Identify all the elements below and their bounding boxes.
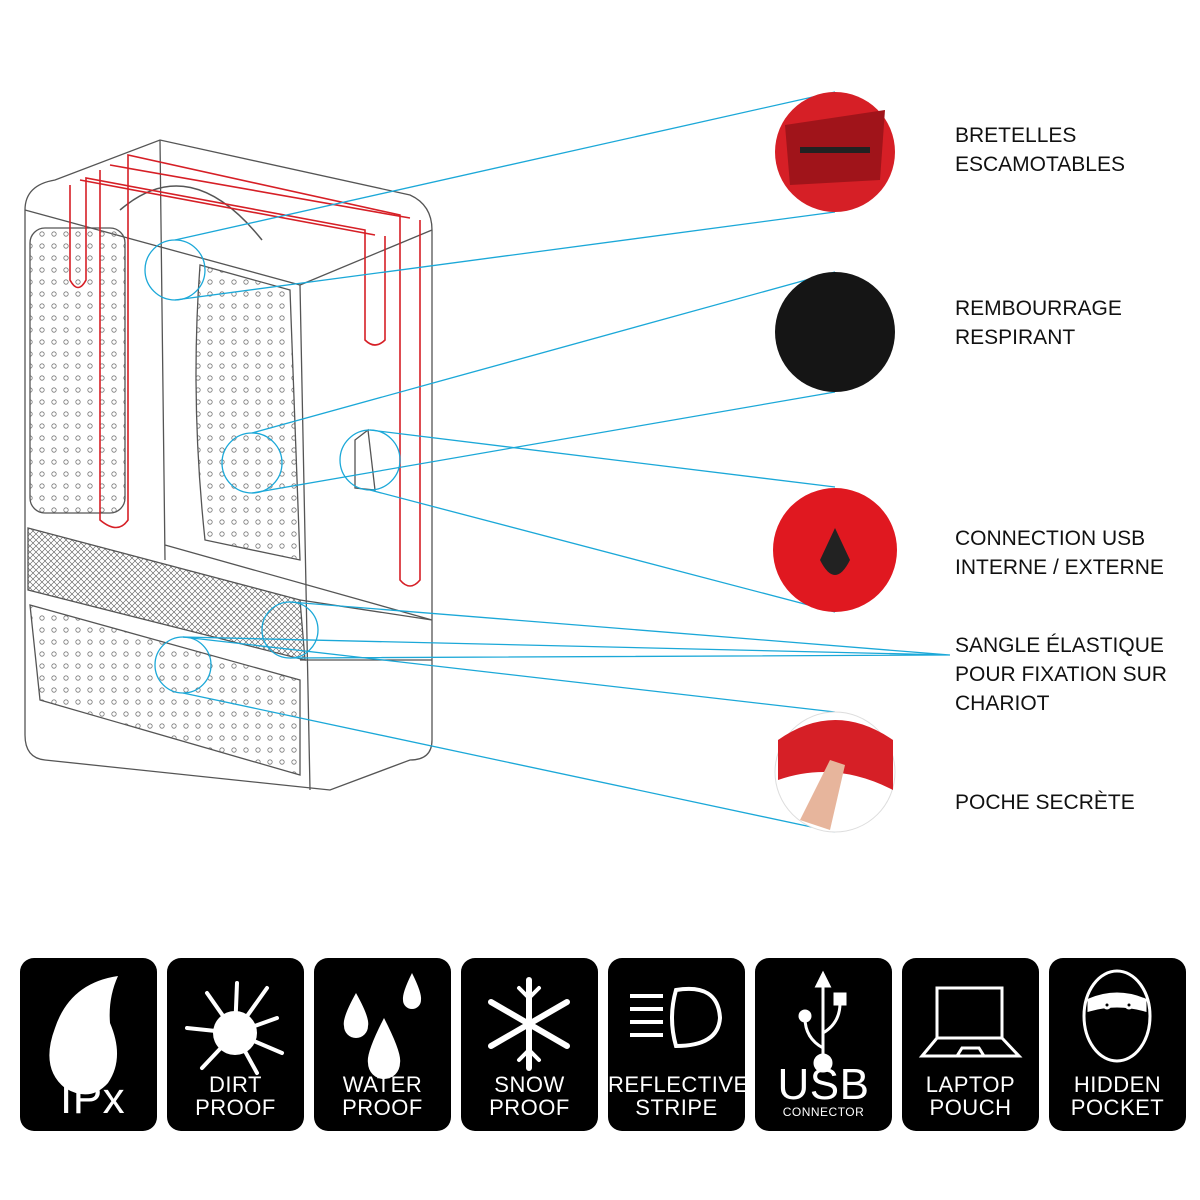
secret-pocket-photo [774,711,896,833]
feature-line: HIDDEN [1073,1072,1162,1097]
feature-line: POCKET [1070,1095,1165,1120]
feature-ipx: IPx [20,958,157,1131]
label-line: BRETELLES [955,124,1077,147]
label-line: CHARIOT [955,692,1050,715]
straps-photo [775,92,895,212]
callout-elastic-strap: SANGLE ÉLASTIQUE POUR FIXATION SUR CHARI… [955,631,1167,718]
label-line: CONNECTION USB [955,527,1146,550]
feature-title: USB [777,1060,870,1109]
label-line: SANGLE ÉLASTIQUE [955,634,1164,657]
backpack-outline [24,139,433,791]
feature-line: REFLECTIVE [608,1072,749,1097]
splash-icon [185,981,284,1075]
label-line: REMBOURRAGE [955,297,1122,320]
feature-line: STRIPE [635,1095,718,1120]
feature-line: WATER [342,1072,423,1097]
snowflake-icon [488,977,570,1071]
feature-title: IPx [60,1074,126,1123]
feature-line: SNOW [494,1072,565,1097]
callout-secret-pocket: POCHE SECRÈTE [955,788,1135,817]
usb-icon [798,970,847,1073]
feature-line: PROOF [489,1095,570,1120]
feature-subtitle: CONNECTOR [782,1105,865,1119]
usb-port-photo [773,488,897,612]
padding-photo [775,272,895,392]
label-line: POUR FIXATION SUR [955,663,1167,686]
label-line: POCHE SECRÈTE [955,791,1135,814]
callout-lines [144,91,951,833]
water-drop-icon [49,976,118,1095]
shoulder-straps [69,154,421,587]
feature-line: DIRT [209,1072,262,1097]
label-line: INTERNE / EXTERNE [955,556,1164,579]
feature-line: PROOF [342,1095,423,1120]
feature-line: PROOF [195,1095,276,1120]
callout-retractable-straps: BRETELLES ESCAMOTABLES [955,121,1125,179]
label-line: RESPIRANT [955,326,1076,349]
feature-line: POUCH [929,1095,1012,1120]
rain-drops-icon [343,973,422,1079]
backpack-diagram [24,91,951,833]
feature-line: LAPTOP [925,1072,1016,1097]
headlight-icon [630,986,723,1049]
callout-breathable-padding: REMBOURRAGE RESPIRANT [955,294,1122,352]
hidden-face-icon [1082,969,1152,1063]
label-line: ESCAMOTABLES [955,153,1125,176]
callout-usb-connection: CONNECTION USB INTERNE / EXTERNE [955,524,1164,582]
laptop-icon [918,986,1023,1058]
detail-photos [773,92,897,833]
